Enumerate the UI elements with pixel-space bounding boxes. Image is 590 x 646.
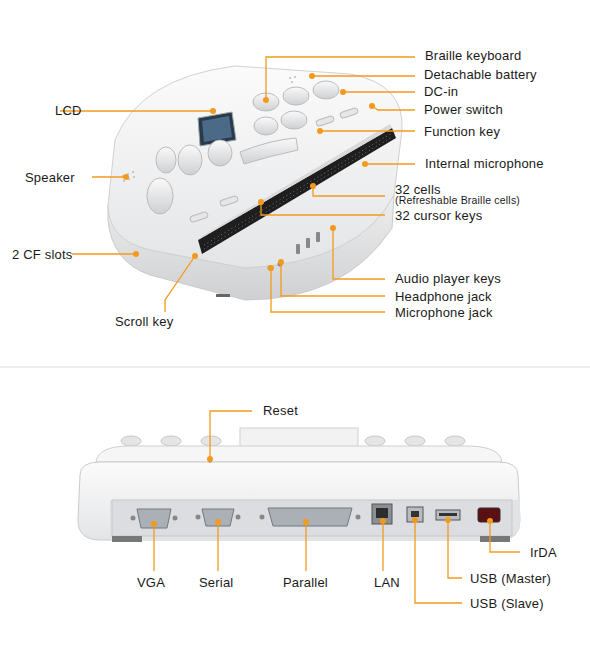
- callout-label: Power switch: [424, 102, 503, 117]
- callout-label: 2 CF slots: [12, 247, 73, 262]
- callout-label: USB (Slave): [470, 596, 544, 611]
- callout-label: VGA: [137, 575, 165, 590]
- callout-label: LCD: [55, 103, 82, 118]
- callout-label: Speaker: [25, 170, 75, 185]
- callout-label: IrDA: [530, 545, 557, 560]
- callout-label: Microphone jack: [395, 305, 493, 320]
- callout-label: Detachable battery: [424, 67, 537, 82]
- callout-label: Function key: [424, 124, 500, 139]
- callout-label: 32 cursor keys: [395, 208, 482, 223]
- callout-label: LAN: [374, 575, 400, 590]
- callout-label: Scroll key: [115, 314, 173, 329]
- callout-label: (Refreshable Braille cells): [395, 194, 520, 206]
- callout-label: Parallel: [283, 575, 328, 590]
- callout-label: Audio player keys: [395, 271, 501, 286]
- callout-label: USB (Master): [470, 571, 551, 586]
- callout-label: Reset: [263, 403, 298, 418]
- callout-label: Serial: [199, 575, 233, 590]
- callout-label: DC-in: [424, 84, 458, 99]
- callout-label: Headphone jack: [395, 289, 492, 304]
- callout-label: Braille keyboard: [425, 48, 521, 63]
- callout-label: Internal microphone: [425, 156, 544, 171]
